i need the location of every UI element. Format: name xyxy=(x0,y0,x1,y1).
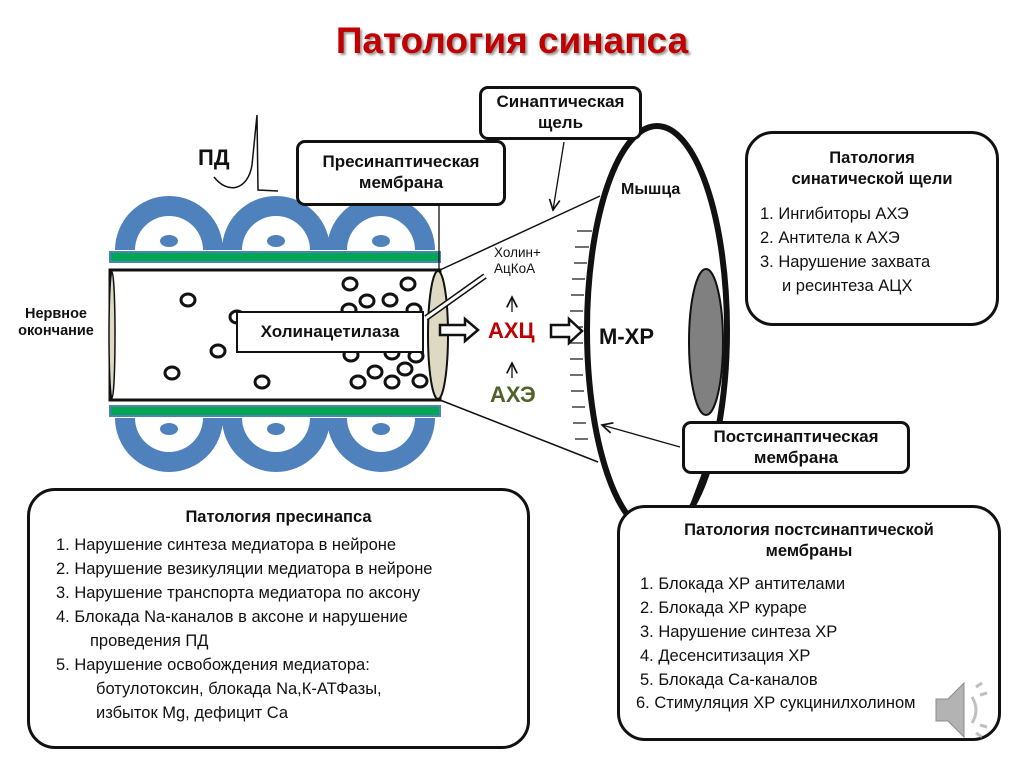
choline-acoa-label: Холин+ АцКоА xyxy=(494,245,541,277)
cleft-item-continuation: и ресинтеза АЦХ xyxy=(782,276,913,295)
cleft-pathology-title: Патология синатической щели xyxy=(791,149,953,189)
cleft-pointer-arrow xyxy=(553,141,565,210)
cleft-item: 1. Ингибиторы АХЭ xyxy=(760,204,909,223)
action-potential-label: ПД xyxy=(198,145,230,170)
presynapse-item: 2. Нарушение везикуляции медиатора в ней… xyxy=(56,560,433,579)
presynapse-item: 1. Нарушение синтеза медиатора в нейроне xyxy=(56,536,397,555)
nerve-ending-label: Нервное окончание xyxy=(18,306,94,340)
binding-arrow xyxy=(549,316,584,346)
presynaptic-membrane-callout: Пресинаптическая мембрана xyxy=(296,140,506,206)
membrane-band-top xyxy=(109,251,441,263)
presynapse-item-continuation: избыток Mg, дефицит Са xyxy=(96,703,289,722)
postsynapse-item: 4. Десенситизация ХР xyxy=(640,646,811,665)
speaker-icon[interactable] xyxy=(930,675,990,745)
acetylcholinesterase-label: АХЭ xyxy=(490,382,536,407)
acetylcholine-label: АХЦ xyxy=(488,318,535,343)
cleft-pathology-panel: Патология синатической щели 1. Ингибитор… xyxy=(745,131,999,326)
release-arrow xyxy=(438,316,480,344)
vesicles xyxy=(163,276,429,390)
action-potential-trace xyxy=(213,114,279,192)
membrane-band-bottom xyxy=(109,405,441,417)
postsynapse-pathology-title: Патология постсинаптической мембраны xyxy=(684,521,934,561)
presynapse-item: 3. Нарушение транспорта медиатора по акс… xyxy=(56,584,421,603)
myelin-sheath-top xyxy=(115,196,435,250)
cleft-item: 3. Нарушение захвата xyxy=(760,252,931,271)
presynapse-pathology-title: Патология пресинапса xyxy=(185,508,372,526)
postsynaptic-pointer-arrow xyxy=(602,425,681,448)
enzyme-pointer xyxy=(425,274,486,320)
choline-acetylase-box: Холинацетилаза xyxy=(236,311,424,353)
presynapse-item: 5. Нарушение освобождения медиатора: xyxy=(56,656,370,675)
cleft-item: 2. Антитела к АХЭ xyxy=(760,228,900,247)
postsynapse-item: 6. Стимуляция ХР сукцинилхолином xyxy=(636,694,916,713)
presynapse-pathology-panel: Патология пресинапса 1. Нарушение синтез… xyxy=(27,488,530,749)
postsynapse-item: 3. Нарушение синтеза ХР xyxy=(640,622,838,641)
postsynapse-item: 5. Блокада Са-каналов xyxy=(640,670,818,689)
page-title: Патология синапса xyxy=(335,20,689,61)
axon-cut-end xyxy=(108,271,116,399)
synaptic-cleft-callout: Синаптическая щель xyxy=(479,86,642,140)
postsynapse-pathology-panel: Патология постсинаптической мембраны 1. … xyxy=(617,505,1001,741)
myelin-sheath-bottom xyxy=(115,418,435,472)
cleft-line-top xyxy=(439,195,601,271)
postsynaptic-membrane-callout: Постсинаптическая мембрана xyxy=(682,421,910,474)
postsynapse-item: 1. Блокада ХР антителами xyxy=(640,574,846,593)
m-receptor-label: М-ХР xyxy=(599,324,654,349)
receptor-ticks xyxy=(570,230,592,440)
muscle-label: Мышца xyxy=(621,181,681,198)
postsynapse-item: 2. Блокада ХР кураре xyxy=(640,598,807,617)
cleft-line-bottom xyxy=(439,399,599,463)
presynapse-item-continuation: ботулотоксин, блокада Na,К-АТФазы, xyxy=(96,679,382,698)
muscle-nucleus xyxy=(688,268,724,416)
presynapse-item: 4. Блокада Na-каналов в аксоне и нарушен… xyxy=(56,608,408,627)
presynapse-item-continuation: проведения ПД xyxy=(90,632,209,651)
